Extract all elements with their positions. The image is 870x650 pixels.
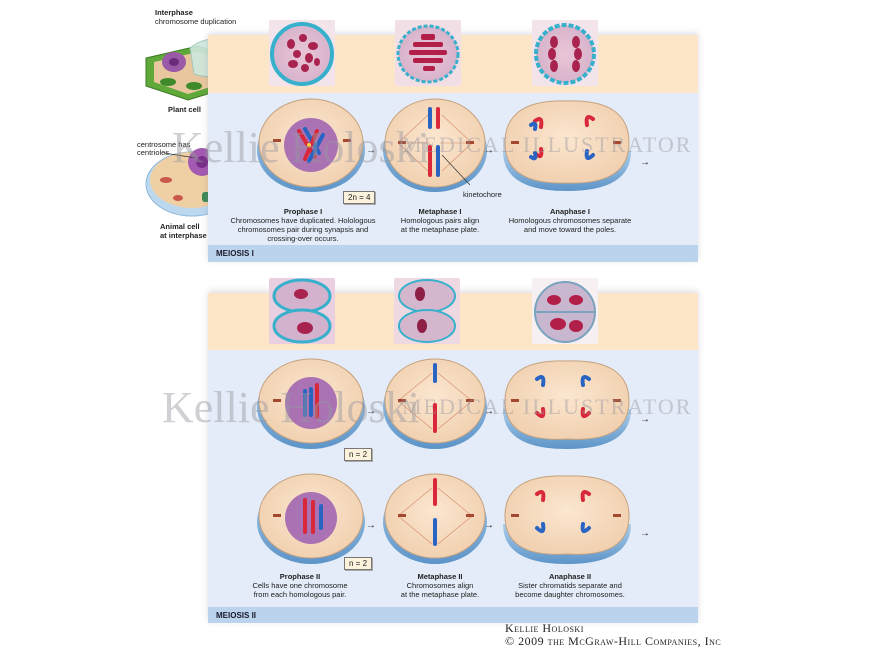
micrograph-anaphase-1 [532, 20, 598, 86]
cell-anaphase-2-upper [503, 360, 631, 449]
arrow-icon: → [640, 157, 650, 168]
caption-line: from each homologous pair. [253, 590, 347, 599]
arrow-icon: → [484, 520, 494, 531]
caption-title: Metaphase I [418, 207, 462, 216]
meiosis-2-section-label: MEIOSIS II [208, 607, 698, 623]
caption-line: Sister chromatids separate and [518, 581, 622, 590]
arrow-icon: → [640, 528, 650, 539]
cell-prophase-1 [257, 98, 365, 192]
caption-prophase-2: Prophase II Cells have one chromosome fr… [240, 572, 360, 599]
caption-line: crossing-over occurs. [267, 234, 339, 243]
plant-cell-label: Plant cell [168, 105, 201, 114]
caption-line: Homologous chromosomes separate [508, 216, 632, 225]
micrograph-metaphase-2 [394, 278, 460, 344]
arrow-icon: → [366, 406, 376, 417]
animal-cell-label-line2: at interphase [160, 231, 207, 240]
caption-line: Homologous pairs align [400, 216, 480, 225]
caption-line: and move toward the poles. [523, 225, 617, 234]
caption-line: become daughter chromosomes. [515, 590, 625, 599]
cell-prophase-2-lower [257, 473, 365, 564]
micrograph-prophase-1 [269, 20, 335, 86]
credit-author: Kellie Holoski [505, 621, 584, 635]
caption-prophase-1: Prophase I Chromosomes have duplicated. … [228, 207, 378, 243]
micrograph-metaphase-1 [395, 20, 461, 86]
ploidy-badge-2n4: 2n = 4 [343, 191, 376, 204]
caption-title: Anaphase II [548, 572, 592, 581]
cell-prophase-2-upper [257, 358, 365, 449]
cell-anaphase-1 [503, 100, 631, 191]
cell-anaphase-2-lower [503, 475, 631, 564]
caption-title: Prophase II [279, 572, 321, 581]
caption-title: Prophase I [283, 207, 323, 216]
caption-line: at the metaphase plate. [400, 590, 480, 599]
caption-line: at the metaphase plate. [400, 225, 480, 234]
animal-cell-label-line1: Animal cell [160, 222, 200, 231]
caption-line: chromosomes pair during synapsis and [237, 225, 369, 234]
ploidy-badge-n2-lower: n = 2 [344, 557, 373, 570]
meiosis-2-panel: MEIOSIS II [208, 293, 698, 623]
caption-line: Chromosomes align [406, 581, 474, 590]
micrograph-prophase-2 [269, 278, 335, 344]
credit-copyright: © 2009 the McGraw-Hill Companies, Inc [505, 634, 722, 648]
caption-metaphase-2: Metaphase II Chromosomes align at the me… [385, 572, 495, 599]
arrow-icon: → [366, 520, 376, 531]
interphase-title: Interphase [155, 8, 193, 17]
caption-title: Metaphase II [417, 572, 463, 581]
centrosome-label-line1: centrosome has [137, 140, 191, 149]
caption-anaphase-1: Anaphase I Homologous chromosomes separa… [505, 207, 635, 234]
meiosis-1-section-label: MEIOSIS I [208, 245, 698, 262]
kinetochore-label: kinetochore [463, 190, 502, 199]
ploidy-badge-n2-upper: n = 2 [344, 448, 373, 461]
cell-metaphase-2-lower [383, 473, 487, 564]
arrow-icon: → [484, 145, 494, 156]
caption-metaphase-1: Metaphase I Homologous pairs align at th… [385, 207, 495, 234]
micrograph-anaphase-2 [532, 278, 598, 344]
caption-line: Chromosomes have duplicated. Holologous [230, 216, 376, 225]
arrow-icon: → [366, 145, 376, 156]
caption-anaphase-2: Anaphase II Sister chromatids separate a… [505, 572, 635, 599]
cell-metaphase-1 [383, 98, 487, 192]
cell-metaphase-2-upper [383, 358, 487, 449]
arrow-icon: → [484, 406, 494, 417]
arrow-icon: → [640, 414, 650, 425]
caption-line: Cells have one chromosome [252, 581, 348, 590]
centrosome-label-line2: centrioles [137, 148, 170, 157]
caption-title: Anaphase I [549, 207, 590, 216]
interphase-subtitle: chromosome duplication [155, 17, 237, 26]
